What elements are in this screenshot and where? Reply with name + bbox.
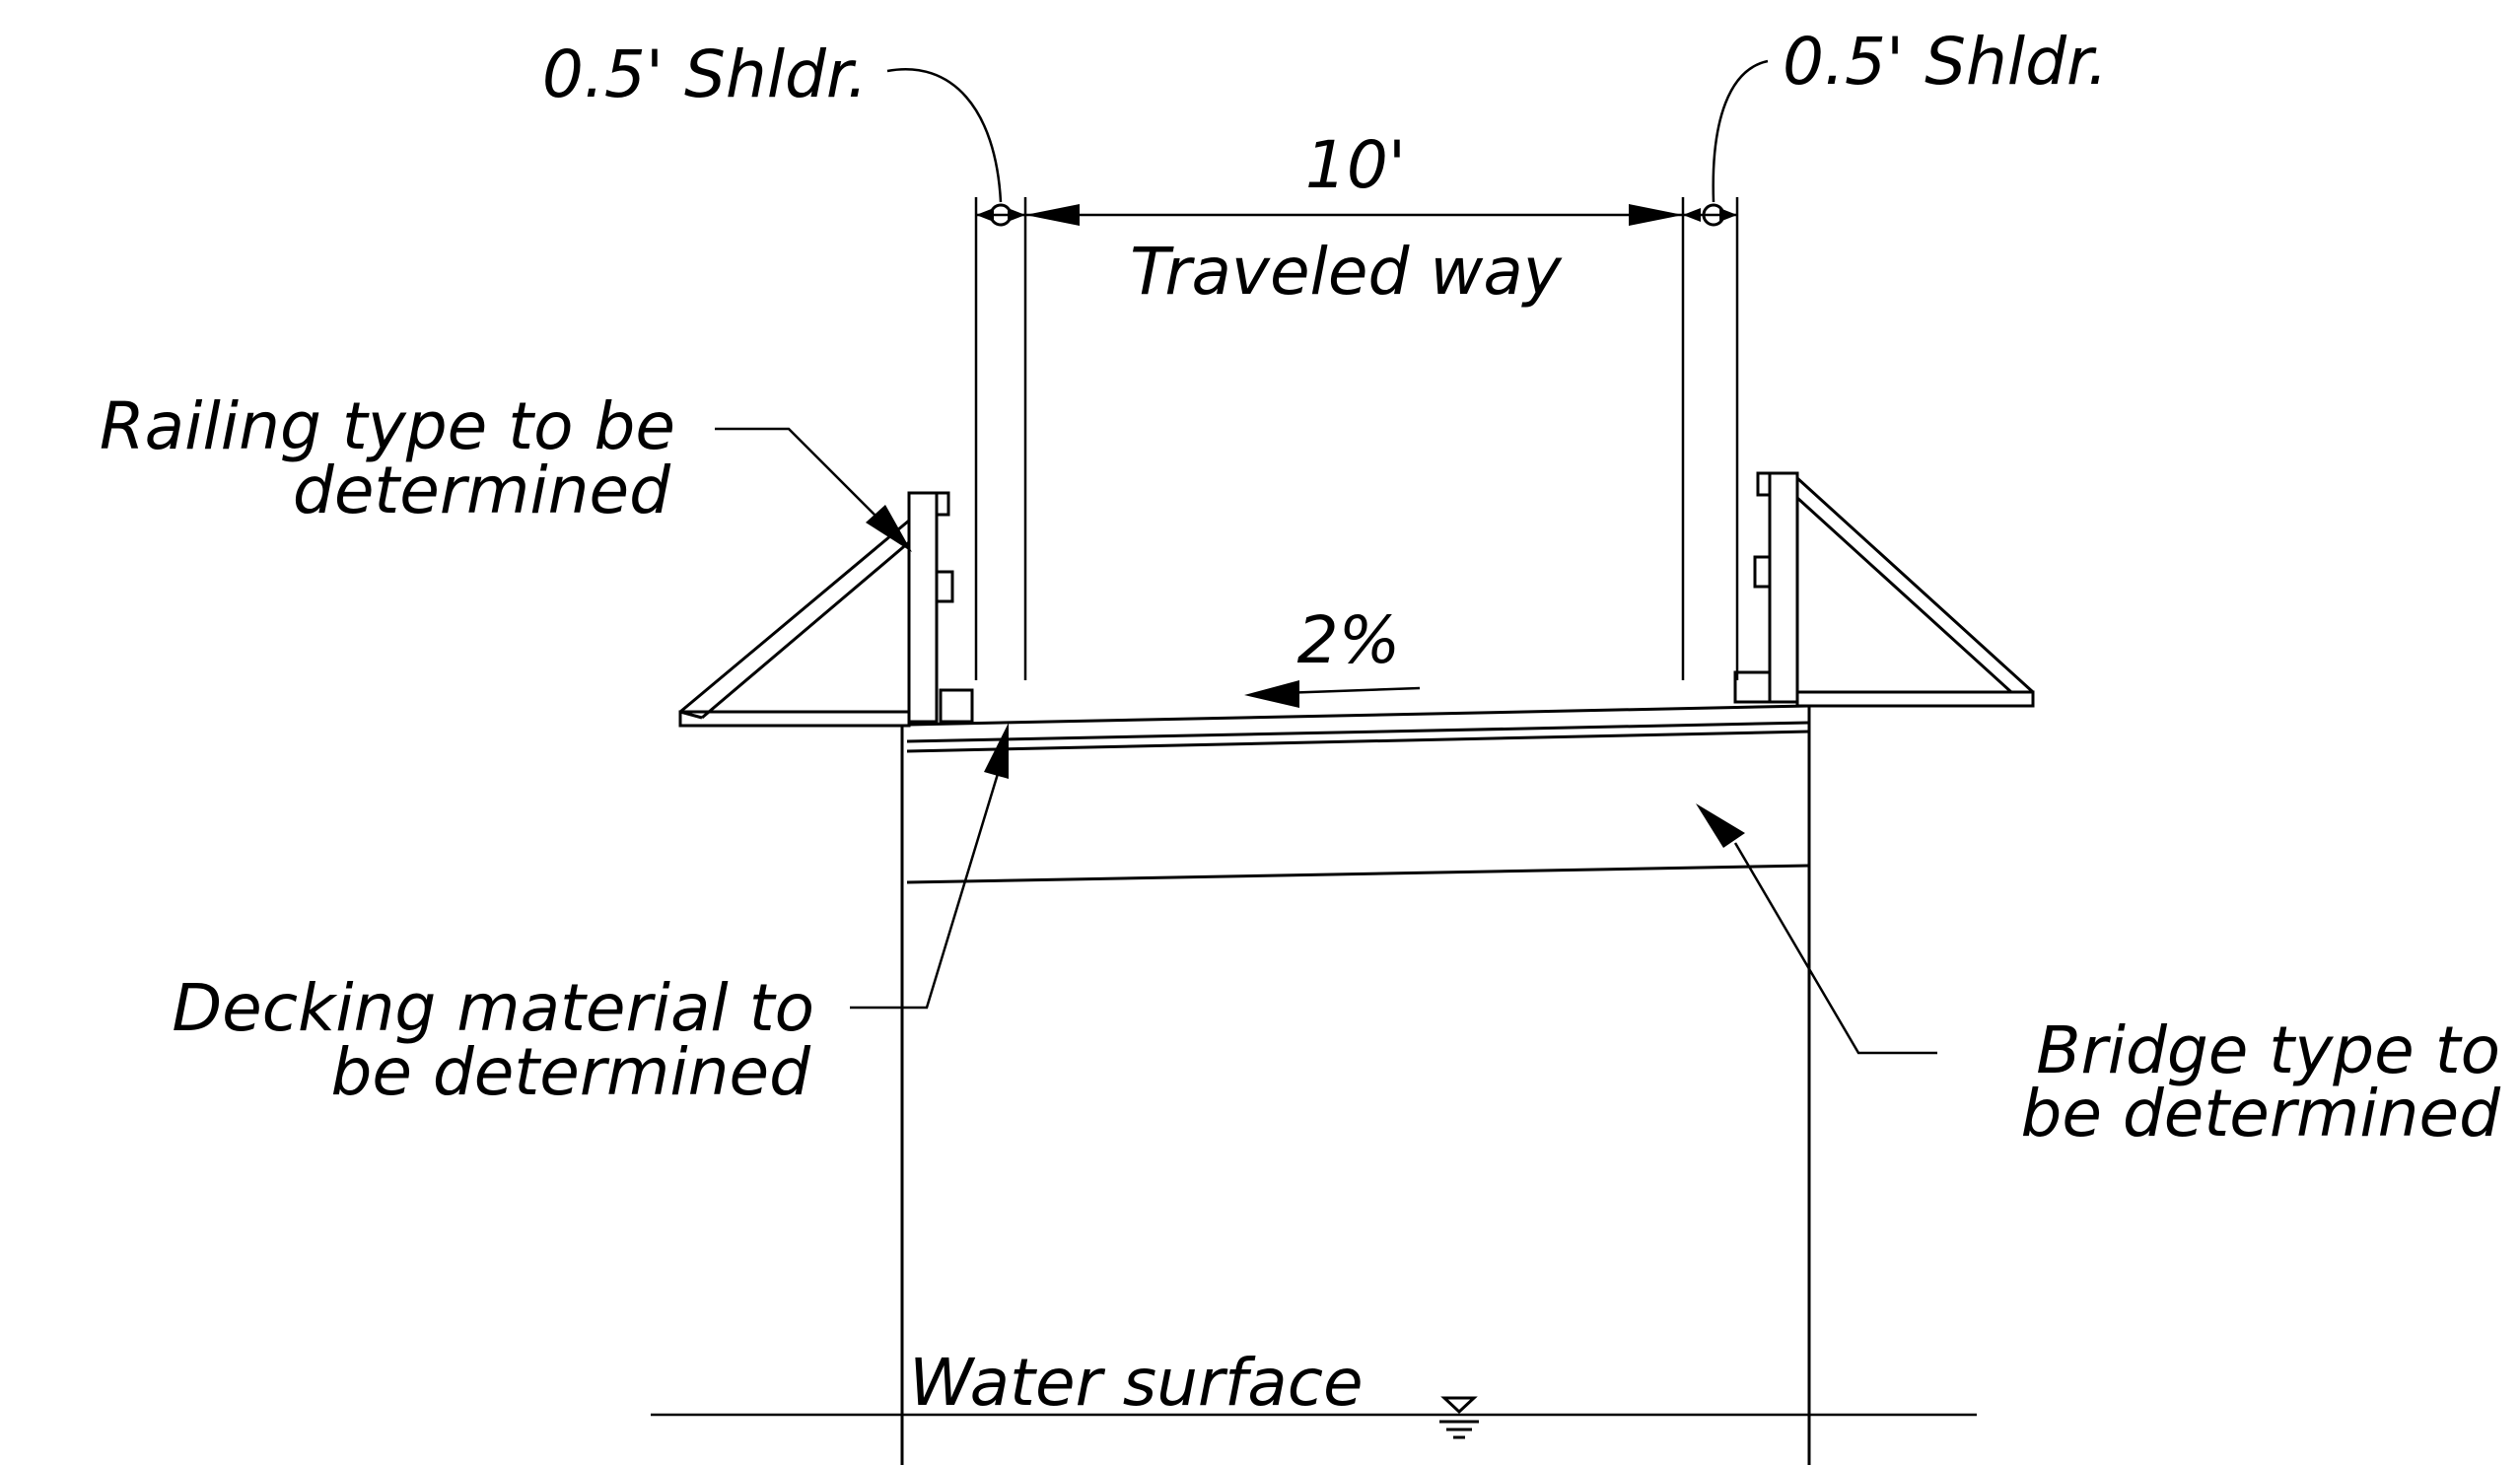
decking-label-line2: be determined [330,1034,811,1110]
left-railing [678,491,974,728]
water-level-icon [1439,1396,1479,1439]
bridge-label-line2: be determined [2020,1076,2501,1151]
decking-leader [850,763,1003,1010]
dim-arrow-left-outer [976,208,994,222]
dim-arrow-traveled-left [1025,204,1080,226]
railing-label-line2: determined [293,453,671,528]
left-shoulder-label: 0.5' Shldr. [542,36,868,112]
bridge-leader [1733,842,1937,1055]
bridge-label-line1: Bridge type to [2036,1012,2500,1088]
traveled-way-label: Traveled way [1130,234,1563,310]
right-shoulder-label: 0.5' Shldr. [1783,24,2108,100]
railing-leader-arrow [866,505,912,552]
water-surface-label: Water surface [909,1345,1364,1421]
dim-arrow-traveled-right [1629,204,1683,226]
dim-arrow-left-shoulder [1008,208,1025,222]
decking-leader-arrow [984,723,1009,779]
right-railing [1733,471,2035,708]
cross-slope-arrow-head [1244,680,1299,708]
railing-label-line1: Railing type to be [100,388,675,464]
right-shoulder-leader [1712,59,1769,203]
bridge-deck [680,704,1811,1465]
cross-slope-arrow-shaft [1281,686,1421,695]
bridge-leader-arrow [1696,803,1745,848]
decking-label-line1: Decking material to [172,970,814,1046]
dim-arrow-right-outer [1719,208,1737,222]
traveled-way-width-label: 10' [1305,127,1406,203]
left-shoulder-leader [886,68,1003,203]
dim-arrow-right-shoulder [1683,208,1701,222]
cross-slope-label: 2% [1297,602,1401,678]
railing-leader [715,427,893,533]
